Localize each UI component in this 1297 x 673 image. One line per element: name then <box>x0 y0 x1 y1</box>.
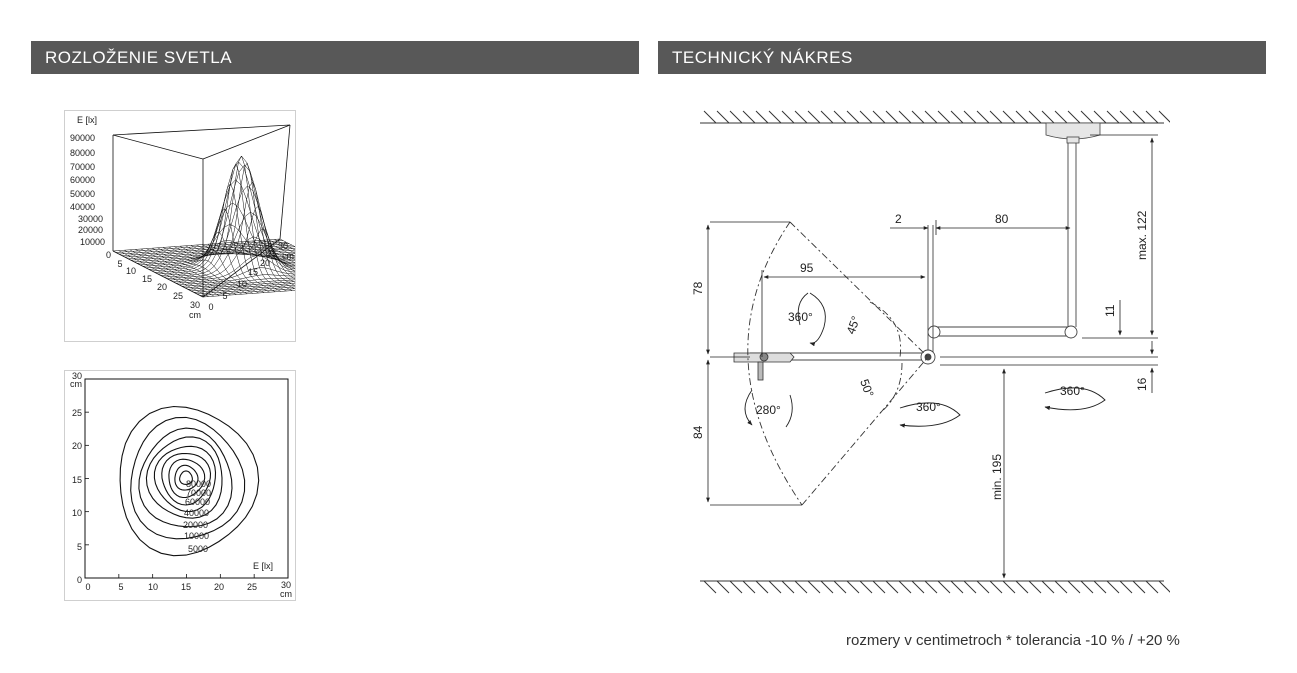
contour-ring <box>119 405 260 557</box>
contour-ring <box>179 470 193 485</box>
y-tick: 10 <box>237 279 247 289</box>
surface-plot-svg: E [lx] 90000 80000 70000 60000 50000 400… <box>70 115 371 320</box>
z-tick: 30000 <box>78 214 103 224</box>
contour-y-tick: 15 <box>72 475 82 485</box>
rotation-360-head: 360° <box>788 310 813 324</box>
z-tick: 90000 <box>70 133 95 143</box>
z-tick: 60000 <box>70 175 95 185</box>
rotation-360-mount: 360° <box>1060 384 1085 398</box>
x-tick: 20 <box>157 282 167 292</box>
angle-45: 45° <box>844 314 863 336</box>
z-tick: 50000 <box>70 189 95 199</box>
contour-y-unit: cm <box>70 379 82 389</box>
angle-50: 50° <box>857 377 876 399</box>
dim-11: 11 <box>1103 304 1117 317</box>
rotation-symbols <box>744 292 1106 428</box>
contour-level-label: 20000 <box>183 520 208 530</box>
contour-ring <box>130 416 246 540</box>
x-tick: 30 <box>190 300 200 310</box>
dim-16: 16 <box>1135 377 1149 391</box>
ceiling-hatch <box>700 110 1170 124</box>
contour-level-label: 10000 <box>184 531 209 541</box>
contour-y-tick: 30 <box>72 371 82 381</box>
z-tick: 0 <box>106 250 111 260</box>
contour-ring <box>145 436 223 519</box>
contour-level-label: 80000 <box>186 479 211 489</box>
y-tick: 30 <box>278 241 288 251</box>
x-tick: 10 <box>126 266 136 276</box>
ceiling-mount <box>1045 122 1101 144</box>
mesh-line <box>185 183 276 293</box>
light-cone <box>747 221 929 506</box>
x-tick: 15 <box>142 274 152 284</box>
contour-ring <box>161 452 212 506</box>
rotation-280: 280° <box>756 403 781 417</box>
contour-x-tick: 0 <box>85 582 90 592</box>
contour-x-unit: cm <box>280 589 292 599</box>
y-tick: 5 <box>222 291 227 301</box>
contour-level-label: 60000 <box>185 497 210 507</box>
illuminance-contour-plot: 0 5 10 15 20 25 30 cm 0 5 10 15 20 25 30… <box>64 370 296 601</box>
x-tick: 25 <box>173 291 183 301</box>
contour-x-tick: 5 <box>118 582 123 592</box>
contour-x-tick: 30 <box>281 580 291 590</box>
surface-mesh <box>112 155 371 298</box>
technical-drawing: 2 80 95 78 84 max. 122 11 16 min. 195 45… <box>691 110 1170 594</box>
dim-max122: max. 122 <box>1135 210 1149 260</box>
z-tick: 70000 <box>70 162 95 172</box>
x-tick: 5 <box>117 259 122 269</box>
contour-y-tick: 0 <box>77 575 82 585</box>
light-distribution-header: ROZLOŽENIE SVETLA <box>31 41 639 74</box>
contour-ring <box>138 427 233 528</box>
contour-legend-label: E [lx] <box>253 561 273 571</box>
y-tick: 15 <box>248 267 258 277</box>
mesh-line <box>163 185 332 278</box>
y-tick: 20 <box>260 258 270 268</box>
contour-y-tick: 5 <box>77 542 82 552</box>
surface-box <box>112 124 291 298</box>
contour-lines <box>119 405 260 557</box>
contour-x-tick: 15 <box>181 582 191 592</box>
dim-95: 95 <box>800 261 814 275</box>
x-unit: cm <box>189 310 201 320</box>
contour-ring <box>168 458 206 499</box>
surface-z-label: E [lx] <box>77 115 97 125</box>
footnote: rozmery v centimetroch * tolerancia -10 … <box>846 632 1180 649</box>
illuminance-surface-plot: E [lx] 90000 80000 70000 60000 50000 400… <box>64 110 371 342</box>
contour-level-label: 5000 <box>188 544 208 554</box>
contour-y-tick: 20 <box>72 441 82 451</box>
contour-x-tick: 20 <box>214 582 224 592</box>
z-tick: 10000 <box>80 237 105 247</box>
y-unit: cm <box>282 251 294 261</box>
contour-plot-svg: 0 5 10 15 20 25 30 cm 0 5 10 15 20 25 30… <box>70 371 292 599</box>
floor-hatch <box>700 580 1170 594</box>
contour-y-tick: 25 <box>72 408 82 418</box>
contour-y-tick: 10 <box>72 508 82 518</box>
contour-x-tick: 10 <box>148 582 158 592</box>
z-tick: 80000 <box>70 148 95 158</box>
dim-80: 80 <box>995 212 1009 226</box>
dim-78: 78 <box>691 281 705 295</box>
z-tick: 20000 <box>78 225 103 235</box>
contour-x-tick: 25 <box>247 582 257 592</box>
y-tick: 25 <box>267 249 277 259</box>
y-tick: 0 <box>208 302 213 312</box>
z-tick: 40000 <box>70 202 95 212</box>
dim-min195: min. 195 <box>990 454 1004 500</box>
contour-level-label: 40000 <box>184 508 209 518</box>
dim-84: 84 <box>691 425 705 439</box>
contour-level-label: 70000 <box>186 488 211 498</box>
contour-ring <box>174 464 199 491</box>
technical-drawing-header: TECHNICKÝ NÁKRES <box>658 41 1266 74</box>
rotation-360-joint: 360° <box>916 400 941 414</box>
contour-ring <box>153 445 217 513</box>
dim-2: 2 <box>895 212 902 226</box>
lamp-arm <box>750 143 1078 365</box>
